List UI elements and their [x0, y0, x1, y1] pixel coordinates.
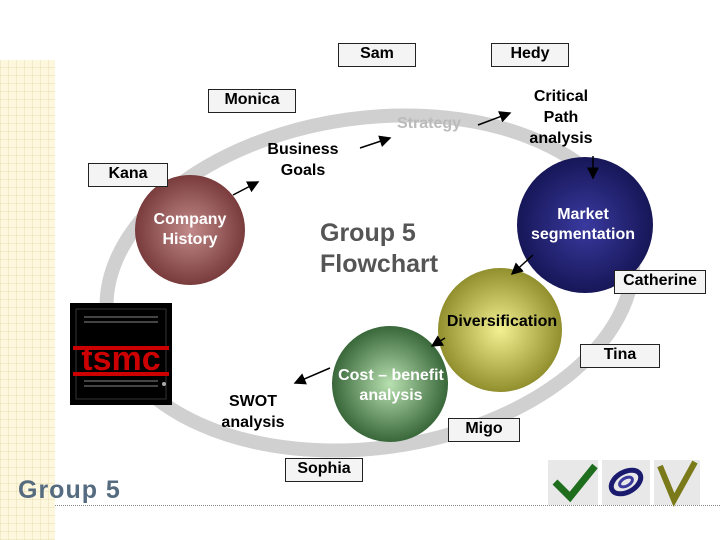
company-history-text: Company History	[153, 211, 227, 248]
checkmark-icon	[548, 460, 598, 505]
member-box-catherine: Catherine	[614, 270, 706, 294]
arrow-market-to-diversification	[510, 254, 534, 276]
swot-label: SWOT analysis	[221, 393, 285, 431]
market-segmentation-text: Market segmentation	[530, 206, 635, 243]
arrow-strategy-to-critical	[477, 111, 512, 126]
v-mark-icon	[654, 460, 700, 507]
cost-benefit-circle	[332, 326, 448, 442]
svg-text:tsmc: tsmc	[81, 340, 160, 378]
diagram-title: Group 5 Flowchart	[320, 219, 439, 278]
member-box-monica: Monica	[208, 89, 296, 113]
diversification-circle	[438, 268, 562, 392]
member-box-hedy: Hedy	[491, 43, 569, 67]
business-goals-label: Business Goals	[267, 141, 339, 179]
cost-benefit-text: Cost – benefit analysis	[338, 367, 444, 404]
arrow-goals-to-strategy	[359, 135, 392, 149]
arrow-history-to-goals	[232, 181, 260, 196]
arrow-diversification-to-cost	[430, 335, 446, 347]
group-footer-label: Group 5	[18, 476, 121, 504]
market-segmentation-circle	[517, 157, 653, 293]
member-box-migo: Migo	[448, 418, 520, 442]
critical-path-label: Critical Path analysis	[529, 88, 593, 147]
footer-divider	[55, 505, 720, 506]
diversification-text: Diversification	[446, 313, 558, 330]
tsmc-logo: tsmc	[70, 303, 172, 405]
member-box-sam: Sam	[338, 43, 416, 67]
member-box-kana: Kana	[88, 163, 168, 187]
spiral-icon	[602, 460, 650, 505]
arrow-cost-to-swot	[293, 367, 331, 385]
strategy-label: Strategy	[397, 115, 462, 132]
member-box-tina: Tina	[580, 344, 660, 368]
decorative-sidebar	[0, 60, 55, 540]
company-history-circle	[135, 175, 245, 285]
member-box-sophia: Sophia	[285, 458, 363, 482]
